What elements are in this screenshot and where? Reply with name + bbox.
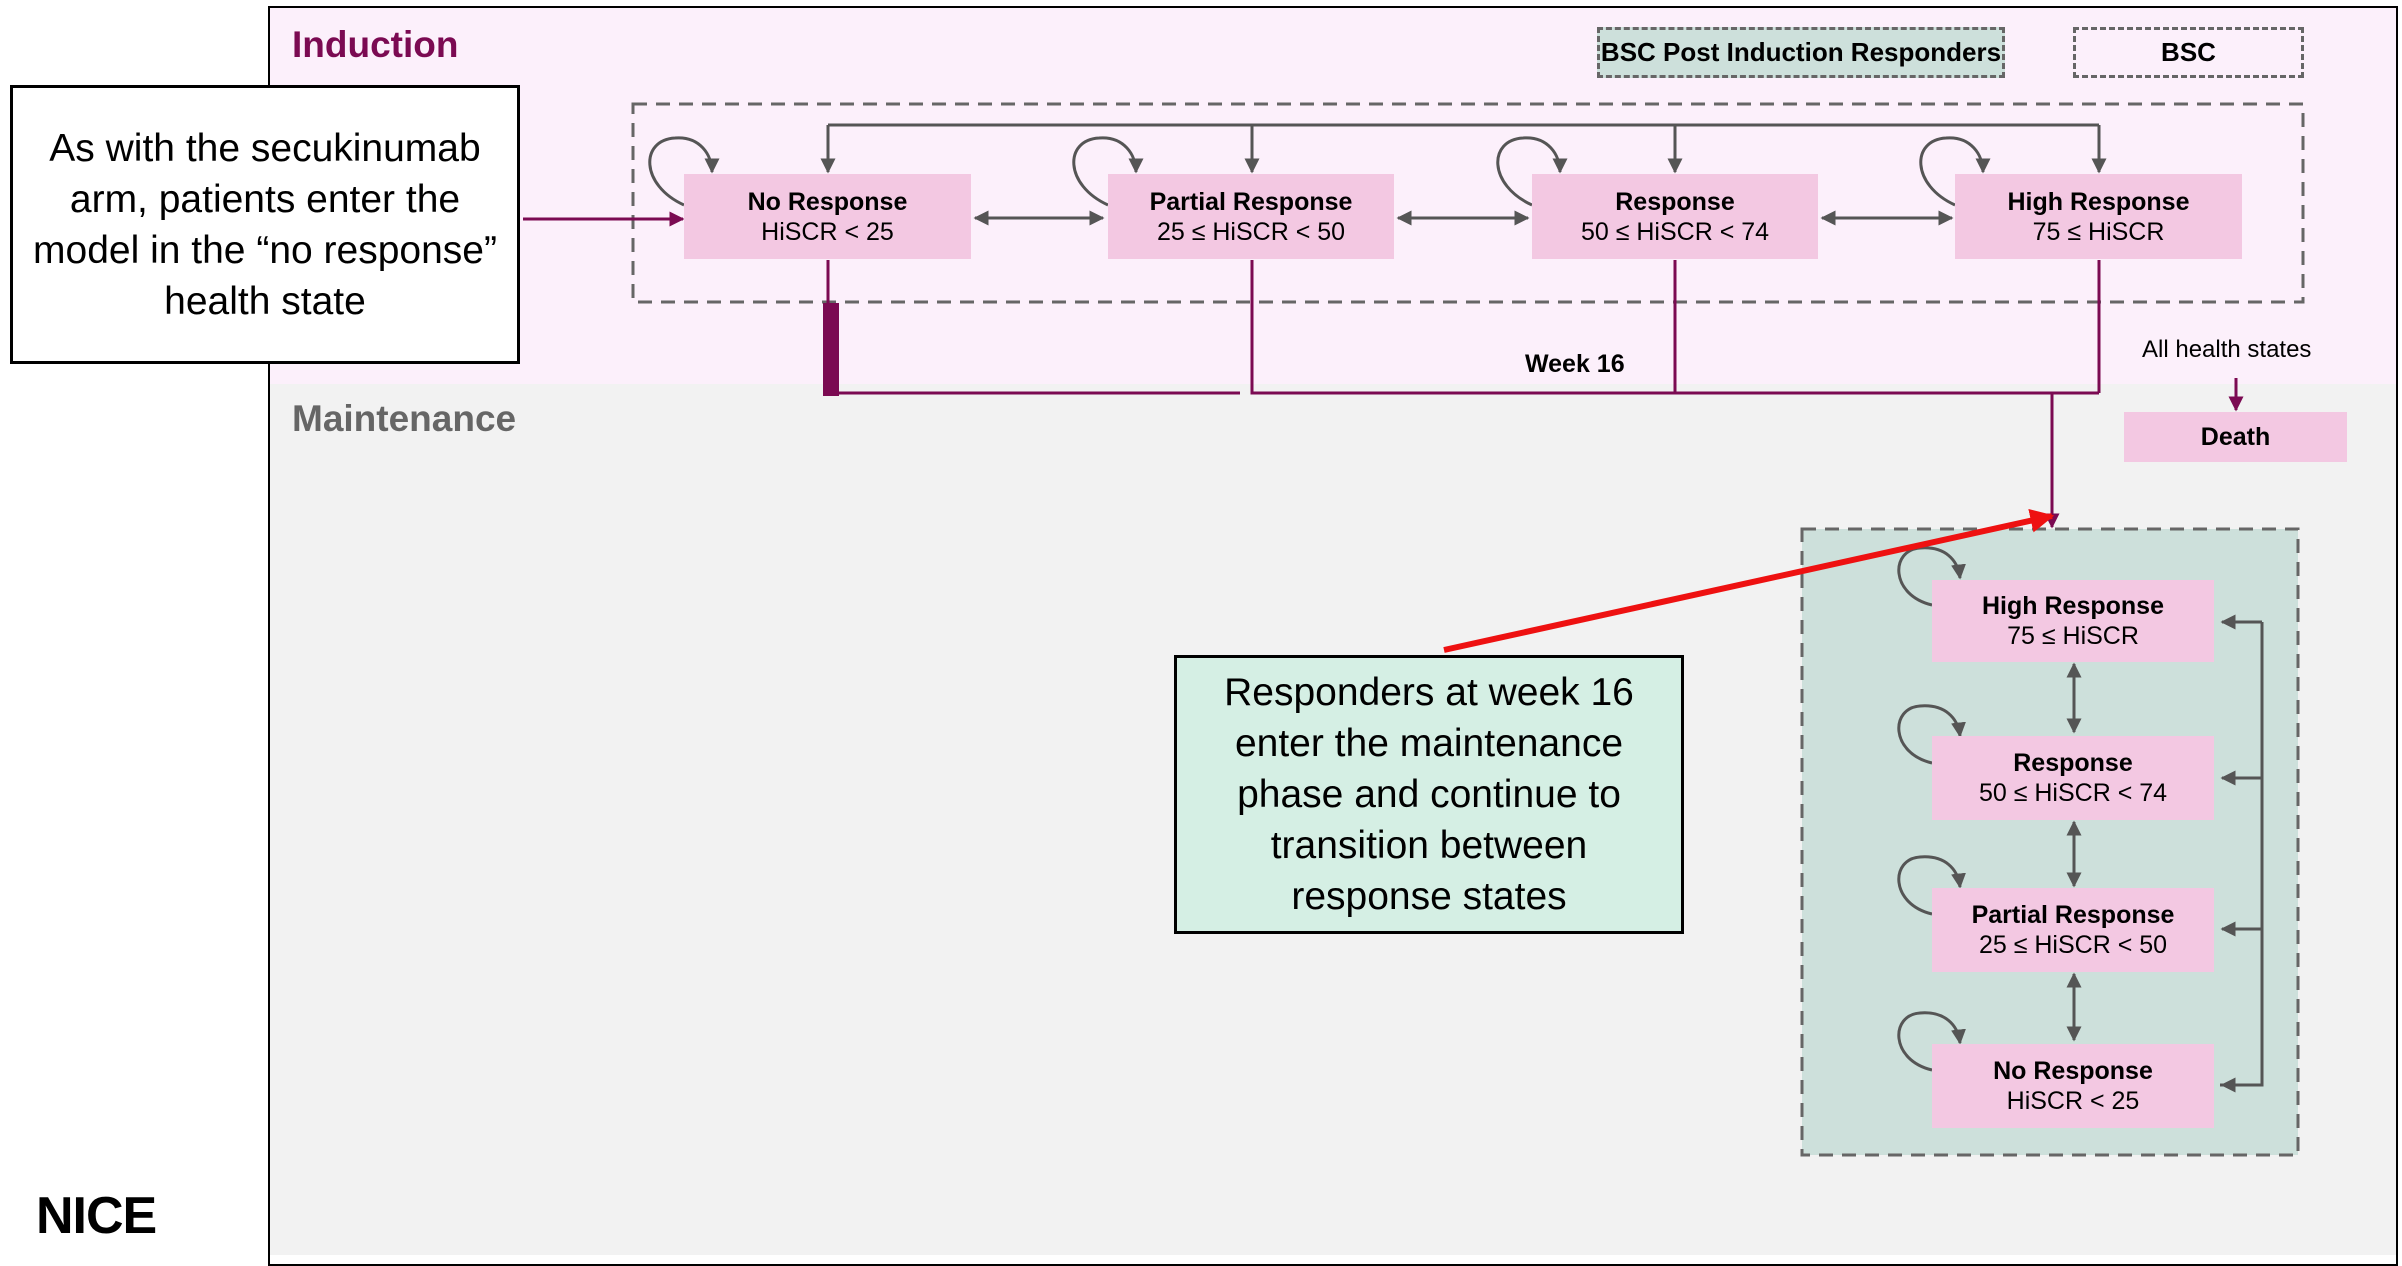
- self-loop: [648, 136, 720, 207]
- red-pointer-arrow: [1443, 508, 2055, 653]
- state-name: Partial Response: [1971, 901, 2175, 929]
- state-criterion: HiSCR < 25: [2006, 1087, 2140, 1115]
- state-criterion: 50 ≤ HiSCR < 74: [1580, 217, 1770, 246]
- induction-states-group: [631, 102, 2305, 304]
- induction-state-high-response: High Response 75 ≤ HiSCR: [1955, 174, 2242, 259]
- induction-state-partial-response: Partial Response 25 ≤ HiSCR < 50: [1108, 174, 1394, 259]
- state-name: Response: [1615, 187, 1735, 216]
- state-criterion: 75 ≤ HiSCR: [2007, 622, 2139, 650]
- legend-bsc: BSC: [2073, 27, 2304, 78]
- maintenance-state-partial-response: Partial Response 25 ≤ HiSCR < 50: [1932, 888, 2214, 972]
- self-loop: [1919, 136, 1991, 207]
- legend-responders: BSC Post Induction Responders: [1597, 27, 2005, 78]
- maintenance-title: Maintenance: [292, 398, 517, 439]
- maintenance-state-no-response: No Response HiSCR < 25: [1932, 1044, 2214, 1128]
- maintenance-state-response: Response 50 ≤ HiSCR < 74: [1932, 736, 2214, 820]
- induction-title: Induction: [292, 24, 459, 65]
- state-name: Death: [2200, 423, 2271, 451]
- induction-state-no-response: No Response HiSCR < 25: [684, 174, 971, 259]
- state-name: High Response: [1982, 592, 2164, 620]
- state-criterion: 75 ≤ HiSCR: [2032, 217, 2165, 246]
- responders-callout: Responders at week 16 enter the maintena…: [1174, 655, 1684, 934]
- state-name: No Response: [747, 187, 908, 216]
- state-criterion: 25 ≤ HiSCR < 50: [1978, 931, 2168, 959]
- all-health-states-label: All health states: [2142, 336, 2312, 363]
- nice-logo: NICE: [36, 1187, 157, 1245]
- state-criterion: 50 ≤ HiSCR < 74: [1978, 779, 2168, 807]
- state-name: Partial Response: [1149, 187, 1353, 216]
- self-loop: [1496, 136, 1568, 207]
- responders-callout-text: Responders at week 16 enter the maintena…: [1224, 671, 1634, 918]
- state-name: Response: [2013, 749, 2133, 777]
- state-name: High Response: [2007, 187, 2190, 216]
- death-state: Death: [2124, 412, 2347, 462]
- self-loop: [1072, 136, 1144, 207]
- state-name: No Response: [1993, 1057, 2153, 1085]
- entry-callout-text: As with the secukinumab arm, patients en…: [33, 126, 497, 323]
- maintenance-state-high-response: High Response 75 ≤ HiSCR: [1932, 580, 2214, 662]
- state-criterion: HiSCR < 25: [761, 217, 894, 246]
- entry-callout: As with the secukinumab arm, patients en…: [10, 85, 520, 364]
- induction-state-response: Response 50 ≤ HiSCR < 74: [1532, 174, 1818, 259]
- state-criterion: 25 ≤ HiSCR < 50: [1156, 217, 1346, 246]
- week-16-label: Week 16: [1525, 350, 1625, 378]
